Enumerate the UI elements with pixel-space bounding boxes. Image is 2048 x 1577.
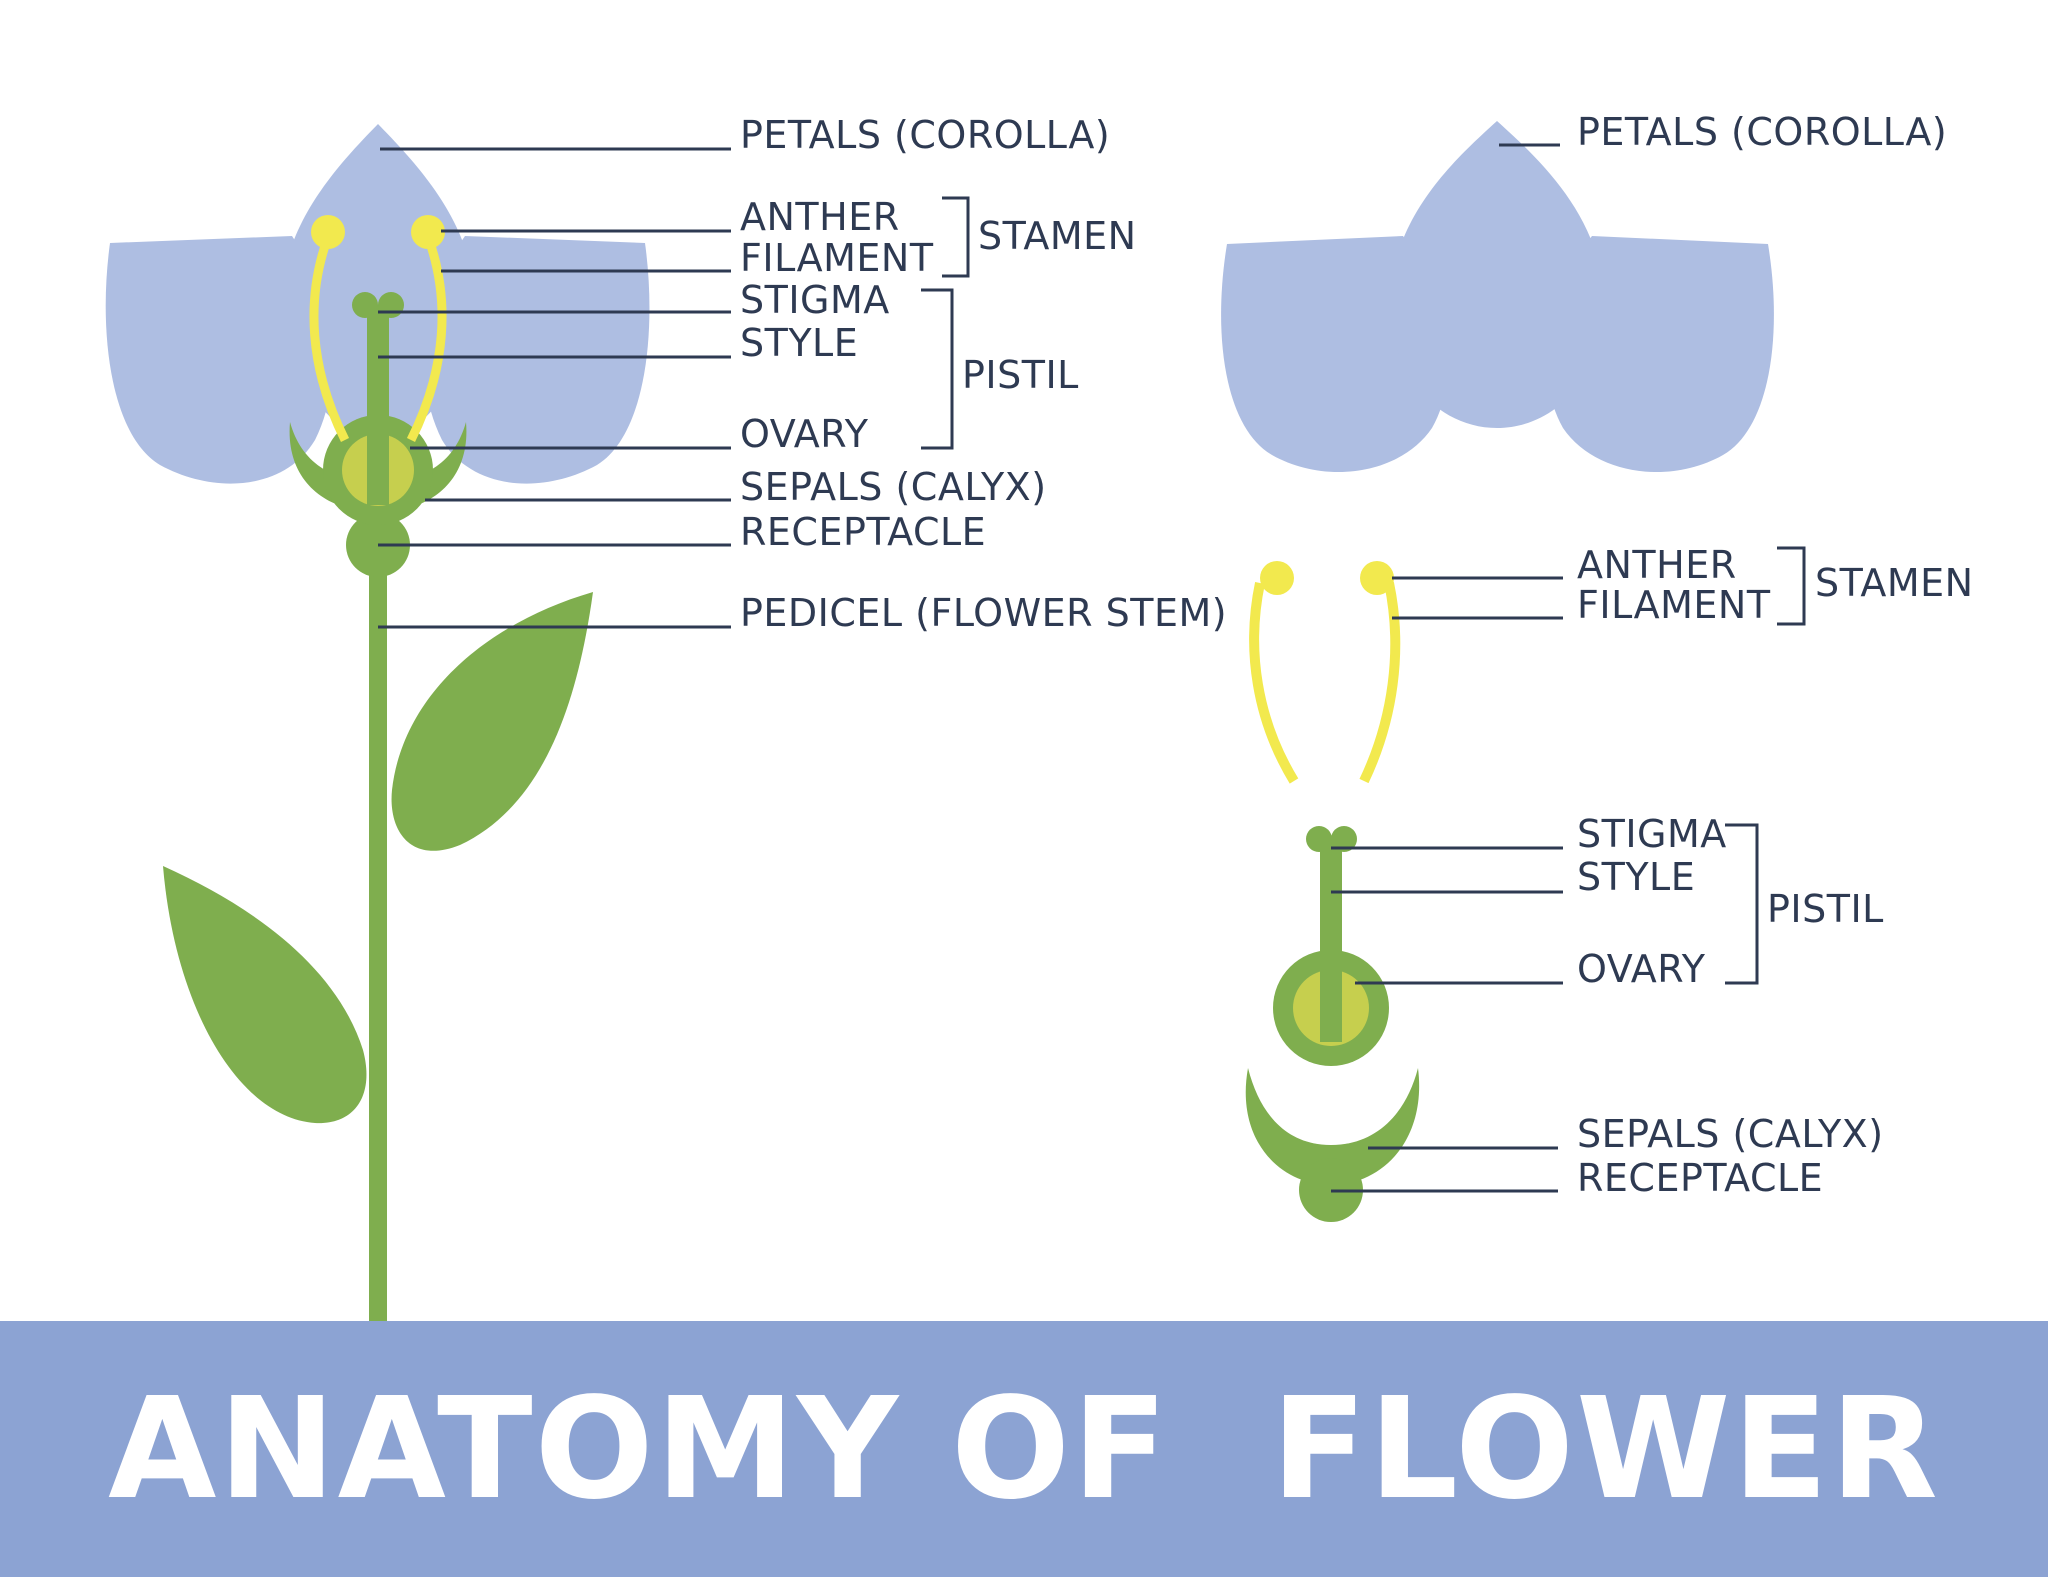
exploded-sepals bbox=[1245, 1068, 1420, 1185]
title-banner bbox=[0, 1321, 2048, 1577]
upper-leaf bbox=[391, 592, 593, 851]
label-sepals: SEPALS (CALYX) bbox=[740, 465, 1047, 509]
exploded-leaders bbox=[1331, 143, 1563, 1193]
right-petal bbox=[424, 236, 650, 484]
exploded-label-pistil: PISTIL bbox=[1767, 887, 1884, 931]
stamen-bracket bbox=[942, 196, 970, 278]
whole-flower-leaders bbox=[378, 147, 731, 629]
whole-flower-labels: PETALS (COROLLA) ANTHER FILAMENT STAMEN … bbox=[740, 113, 1227, 635]
exploded-pistil-bracket bbox=[1725, 823, 1759, 985]
center-petal bbox=[282, 124, 474, 440]
page-title: ANATOMY OF FLOWER bbox=[108, 1367, 1940, 1531]
exploded-stigma-left-lobe bbox=[1306, 826, 1332, 852]
exploded-stamen-bracket bbox=[1777, 546, 1806, 626]
exploded-label-ovary: OVARY bbox=[1577, 947, 1706, 991]
exploded-label-sepals: SEPALS (CALYX) bbox=[1577, 1112, 1884, 1156]
exploded-label-petals: PETALS (COROLLA) bbox=[1577, 110, 1947, 154]
stigma-right-lobe bbox=[378, 292, 404, 318]
exploded-left-filament bbox=[1249, 581, 1299, 784]
exploded-labels: PETALS (COROLLA) ANTHER FILAMENT STAMEN … bbox=[1577, 110, 1974, 1200]
exploded-label-receptacle: RECEPTACLE bbox=[1577, 1156, 1823, 1200]
label-receptacle: RECEPTACLE bbox=[740, 510, 986, 554]
left-anther bbox=[311, 215, 345, 249]
whole-flower bbox=[105, 124, 650, 1321]
exploded-label-stigma: STIGMA bbox=[1577, 812, 1727, 856]
label-stamen: STAMEN bbox=[978, 214, 1137, 258]
right-anther bbox=[411, 215, 445, 249]
exploded-label-style: STYLE bbox=[1577, 855, 1695, 899]
exploded-left-anther bbox=[1260, 561, 1294, 595]
exploded-stigma-right-lobe bbox=[1331, 826, 1357, 852]
exploded-petals bbox=[1221, 121, 1774, 473]
label-ovary: OVARY bbox=[740, 412, 869, 456]
exploded-label-anther: ANTHER bbox=[1577, 543, 1737, 587]
label-pistil: PISTIL bbox=[962, 353, 1079, 397]
right-filament bbox=[406, 235, 447, 443]
pedicel-stem bbox=[369, 540, 387, 1321]
label-anther: ANTHER bbox=[740, 195, 900, 239]
exploded-label-filament: FILAMENT bbox=[1577, 583, 1771, 627]
whole-petals bbox=[105, 124, 650, 484]
pistil-bracket bbox=[921, 288, 954, 450]
exploded-right-filament bbox=[1359, 581, 1401, 784]
exploded-view bbox=[1221, 121, 1774, 1222]
exploded-label-stamen: STAMEN bbox=[1815, 561, 1974, 605]
style bbox=[367, 305, 389, 505]
label-pedicel: PEDICEL (FLOWER STEM) bbox=[740, 591, 1227, 635]
exploded-style bbox=[1320, 842, 1342, 1042]
exploded-right-anther bbox=[1360, 561, 1394, 595]
label-filament: FILAMENT bbox=[740, 236, 934, 280]
stigma-left-lobe bbox=[352, 292, 378, 318]
left-petal bbox=[105, 236, 333, 484]
lower-leaf bbox=[163, 866, 367, 1124]
exploded-center-petal bbox=[1390, 121, 1604, 428]
left-filament bbox=[309, 235, 350, 443]
label-stigma: STIGMA bbox=[740, 278, 890, 322]
label-petals: PETALS (COROLLA) bbox=[740, 113, 1110, 157]
label-style: STYLE bbox=[740, 321, 858, 365]
